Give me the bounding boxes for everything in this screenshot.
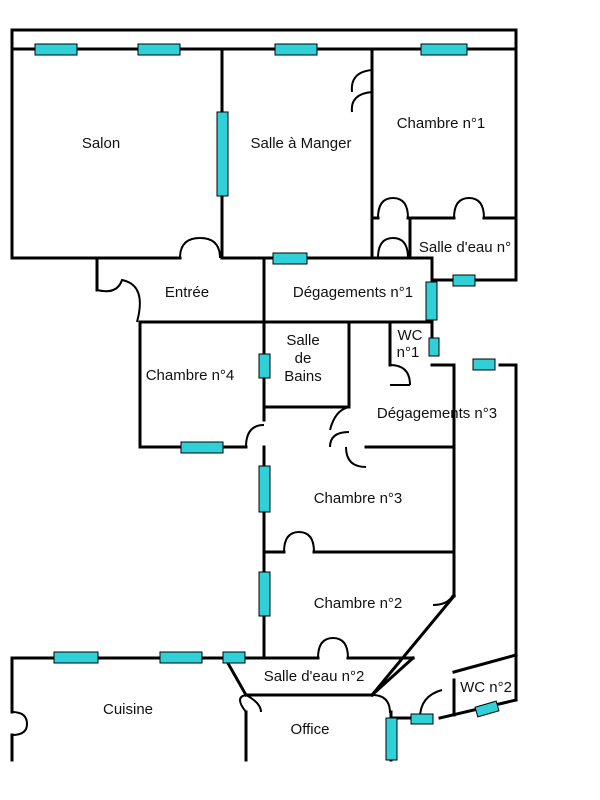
window-deg1-right xyxy=(425,281,438,321)
window-ch3 xyxy=(258,465,271,513)
label-sdb-line2: de xyxy=(295,350,312,367)
windows xyxy=(34,43,500,761)
window-sde2 xyxy=(222,651,246,664)
label-entree: Entrée xyxy=(165,284,209,301)
room-labels: Salon Salle à Manger Chambre n°1 Salle d… xyxy=(82,115,512,738)
label-wc-2: WC n°2 xyxy=(460,679,512,696)
label-chambre-4: Chambre n°4 xyxy=(146,367,235,384)
window-salon-sam xyxy=(216,111,229,197)
window-salon-1 xyxy=(34,43,78,56)
label-degagements-3: Dégagements n°3 xyxy=(377,405,497,422)
door-cuisine xyxy=(11,711,29,736)
window-ch4-sdb xyxy=(258,353,271,379)
wall-sde2-diag xyxy=(369,655,416,698)
window-sam xyxy=(274,43,318,56)
door-office xyxy=(239,694,262,713)
window-sde1 xyxy=(452,274,476,287)
window-deg3 xyxy=(472,358,496,371)
label-wc-1-line1: WC xyxy=(398,327,423,344)
label-chambre-2: Chambre n°2 xyxy=(314,595,403,612)
door-entree xyxy=(96,278,141,323)
label-chambre-3: Chambre n°3 xyxy=(314,490,403,507)
window-cuisine-2 xyxy=(159,651,203,664)
label-wc-1-line2: n°1 xyxy=(397,344,420,361)
label-salle-deau-1: Salle d'eau n° xyxy=(419,239,511,256)
door-chambre-1-a xyxy=(350,69,373,113)
window-salon-2 xyxy=(137,43,181,56)
label-office: Office xyxy=(291,721,330,738)
label-salle-deau-2: Salle d'eau n°2 xyxy=(264,668,365,685)
door-chambre-3-bottom xyxy=(283,530,315,553)
label-salon: Salon xyxy=(82,135,120,152)
door-chambre-4 xyxy=(245,424,265,448)
window-office xyxy=(385,717,398,761)
window-deg1-top xyxy=(272,252,308,265)
label-sdb-line3: Bains xyxy=(284,368,322,385)
window-ch4-bottom xyxy=(180,441,224,454)
door-sde-1 xyxy=(377,236,409,259)
door-sde-2 xyxy=(371,694,391,714)
label-chambre-1: Chambre n°1 xyxy=(397,115,486,132)
window-wc1 xyxy=(428,337,440,357)
door-chambre-2-bottom xyxy=(317,636,349,659)
label-cuisine: Cuisine xyxy=(103,701,153,718)
window-wc2-a xyxy=(410,713,434,725)
door-chambre-2 xyxy=(432,594,454,606)
wall-ch2-diagonal xyxy=(369,593,457,698)
wall-sde2-left xyxy=(222,655,249,698)
door-sdb xyxy=(329,406,350,448)
doors xyxy=(11,69,485,736)
window-chambre-1 xyxy=(420,43,468,56)
label-degagements-1: Dégagements n°1 xyxy=(293,284,413,301)
door-entree-salon xyxy=(179,236,221,259)
window-cuisine-1 xyxy=(53,651,99,664)
label-salle-a-manger: Salle à Manger xyxy=(251,135,352,152)
window-ch2 xyxy=(258,571,271,617)
window-wc2-b xyxy=(474,700,500,718)
door-chambre-3-top xyxy=(345,446,367,468)
wall-wc2-top xyxy=(452,653,518,674)
door-chambre-1-c xyxy=(453,196,485,219)
label-sdb-line1: Salle xyxy=(286,332,319,349)
door-wc-1 xyxy=(389,364,411,386)
door-chambre-1-b xyxy=(377,196,409,219)
